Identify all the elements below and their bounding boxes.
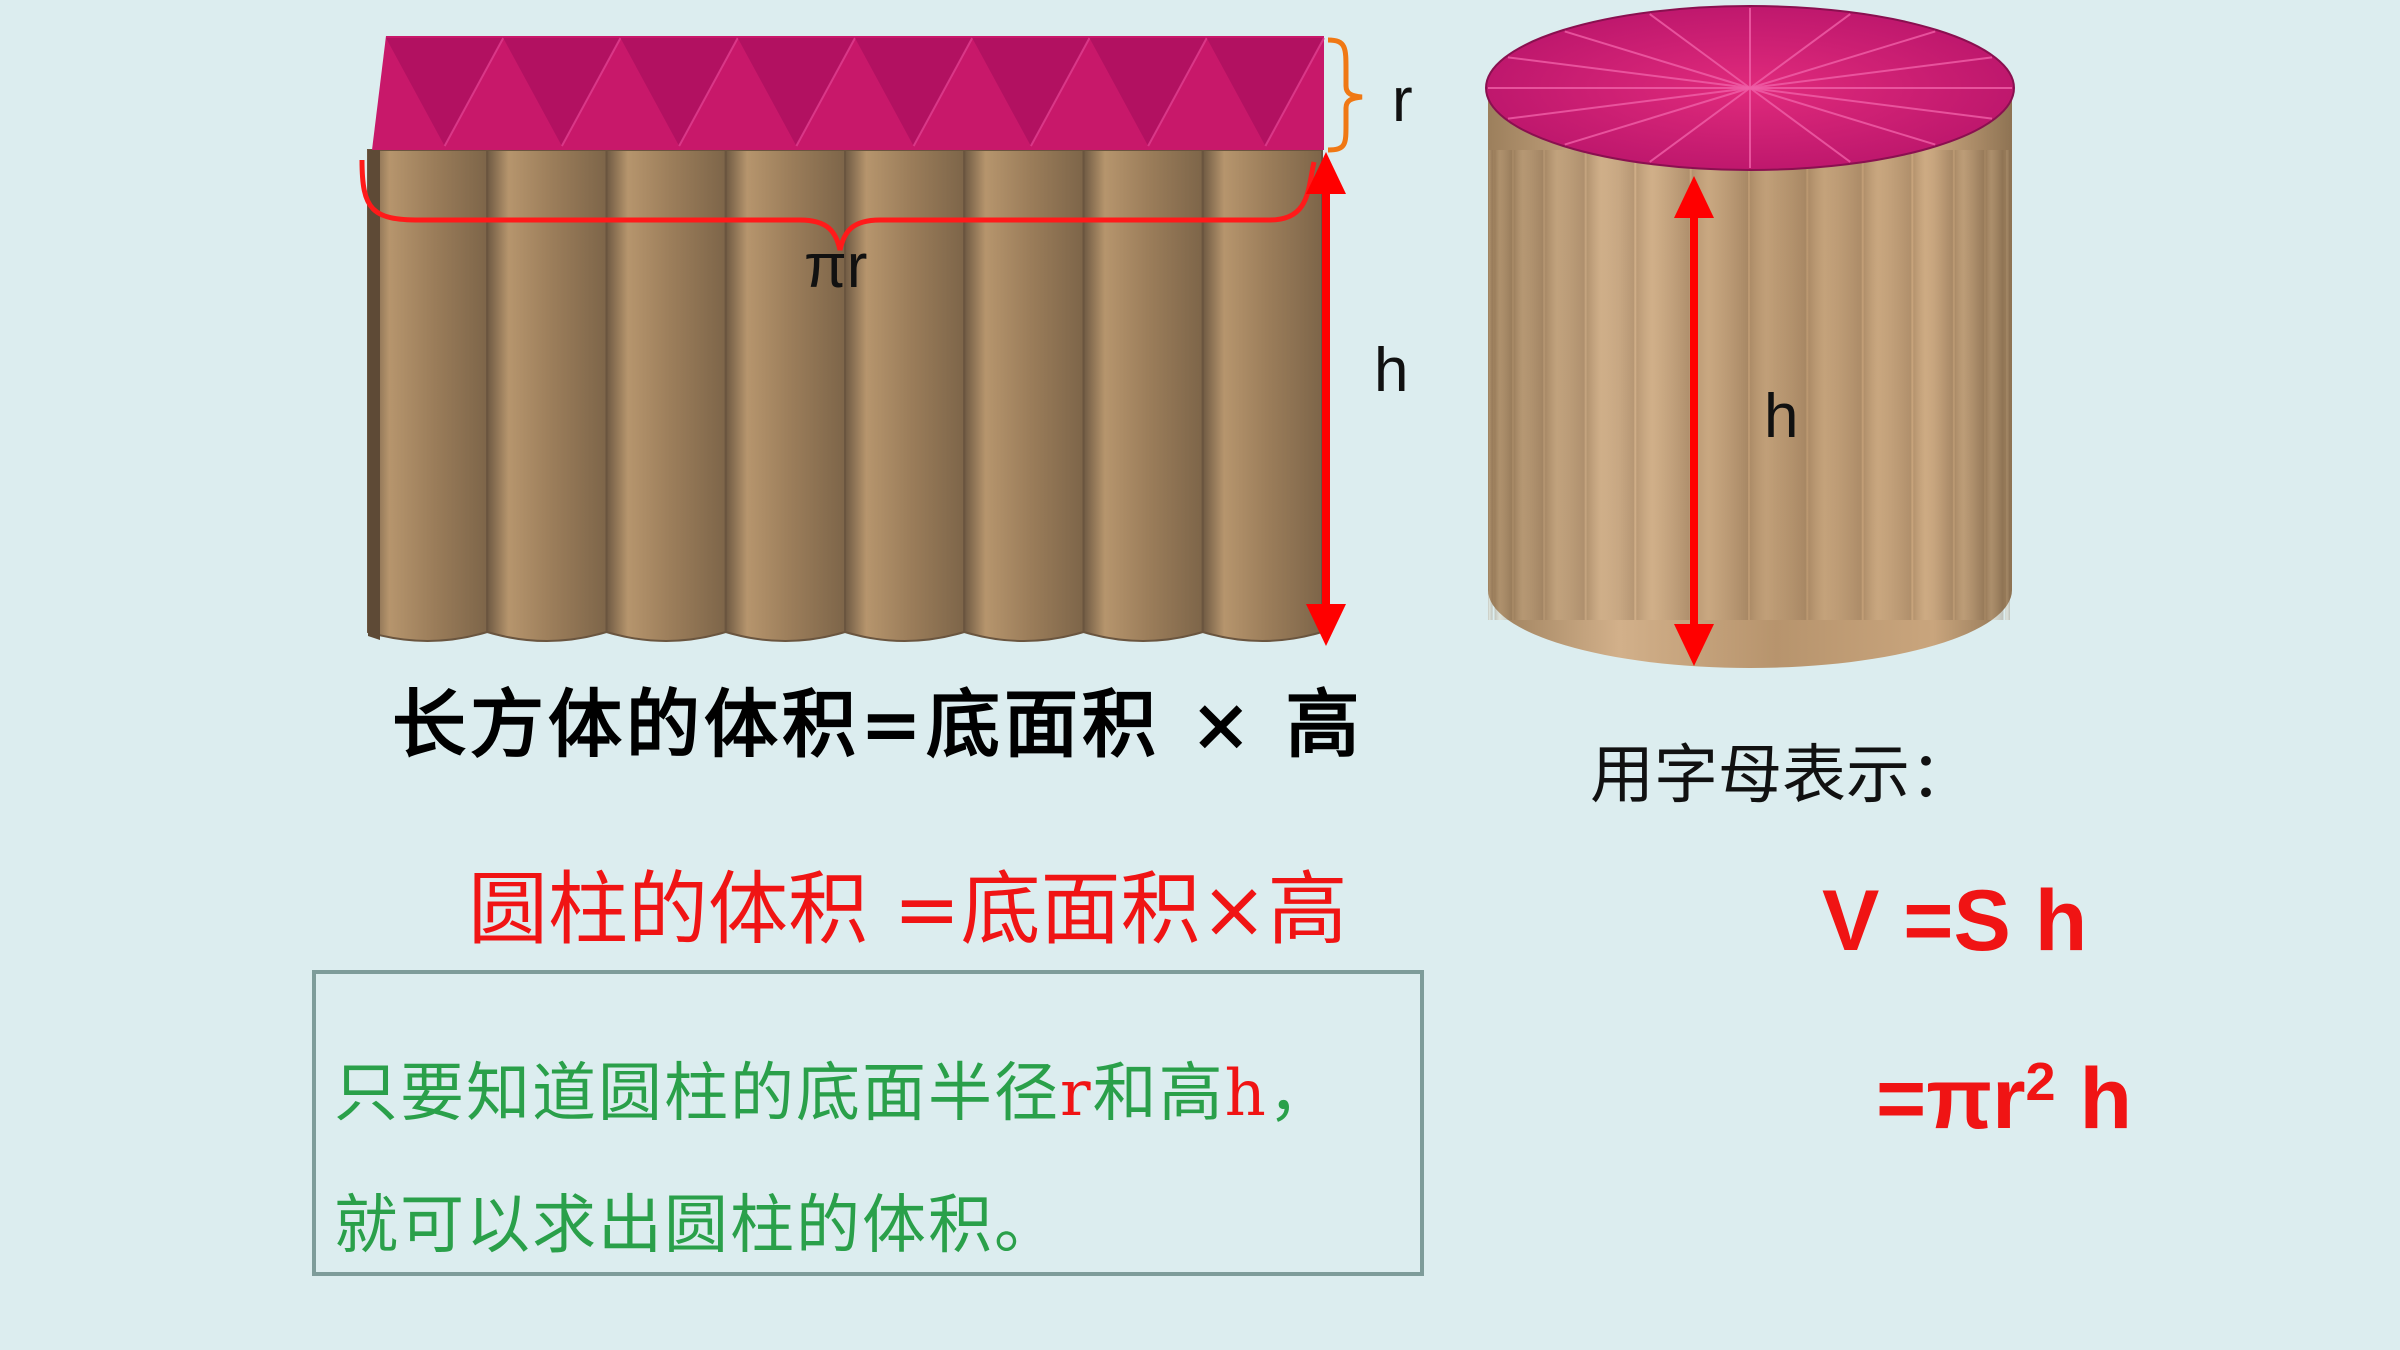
note-line-2: 就可以求出圆柱的体积。 xyxy=(334,1189,1060,1263)
cuboid-top-triangles xyxy=(386,37,1325,147)
cylinder-strip xyxy=(1954,150,1985,620)
cylinder-strip xyxy=(1863,150,1912,620)
cuboid-figure xyxy=(359,36,1363,646)
cuboid-side-edge xyxy=(368,150,380,640)
cylinder-top-ray xyxy=(1507,56,1751,89)
cuboid-top-face xyxy=(372,36,1324,150)
cuboid-top-edge xyxy=(678,37,739,147)
cuboid-top-edge xyxy=(560,37,622,147)
formula-h-suffix: h xyxy=(2055,1051,2133,1147)
cuboid-top-triangle xyxy=(972,38,1090,146)
pi-r-label: πr xyxy=(804,232,868,301)
cylinder-top-ray xyxy=(1749,87,1936,146)
note-line-1-c: ， xyxy=(1267,1057,1334,1131)
letters-label: 用字母表示： xyxy=(1590,739,1974,813)
r-brace xyxy=(1327,37,1363,153)
cylinder-strip xyxy=(1750,150,1807,620)
cylinder-top-ray xyxy=(1749,56,1993,89)
cylinder-strip xyxy=(1545,150,1585,620)
cuboid-top-triangle xyxy=(386,38,504,146)
cylinder-arrow-head-down xyxy=(1674,624,1714,666)
cylinder-strip xyxy=(1986,150,2004,620)
cuboid-top-triangle xyxy=(855,38,973,146)
cylinder-top-ray xyxy=(1749,13,1851,89)
formula-exponent: 2 xyxy=(2025,1052,2056,1112)
formula-v-equals-sh: V =S h xyxy=(1822,873,2088,969)
cuboid-top-edge xyxy=(443,37,505,147)
note-radius-r: r xyxy=(1060,1057,1093,1131)
cylinder-strip xyxy=(1913,150,1953,620)
cuboid-strip xyxy=(486,149,608,642)
note-box: 只要知道圆柱的底面半径r和高h， 就可以求出圆柱的体积。 xyxy=(312,970,1424,1276)
cuboid-h-label: h xyxy=(1374,336,1409,405)
cuboid-arrow-head-up xyxy=(1306,152,1346,194)
cuboid-top-edge xyxy=(795,37,856,147)
cylinder-top-ray xyxy=(1749,87,1993,120)
cuboid-top-edge xyxy=(1147,37,1208,147)
formula-pi-r-prefix: =πr xyxy=(1876,1051,2026,1147)
note-line-1: 只要知道圆柱的底面半径r和高h， xyxy=(334,1042,1334,1134)
cuboid-volume-formula: 长方体的体积=底面积 × 高 xyxy=(392,682,1364,768)
cylinder-figure xyxy=(1485,5,2015,668)
cuboid-top-triangle xyxy=(737,38,855,146)
cuboid-strip xyxy=(367,149,489,642)
cylinder-top-sectors xyxy=(1488,8,2012,168)
cylinder-strip xyxy=(1513,150,1544,620)
cylinder-h-label: h xyxy=(1764,382,1799,451)
cylinder-strip xyxy=(2005,150,2010,620)
cuboid-top-edge xyxy=(912,37,974,147)
cuboid-strip xyxy=(1082,149,1204,642)
cylinder-strip xyxy=(1808,150,1862,620)
cuboid-strip xyxy=(724,149,846,642)
cuboid-top-triangle xyxy=(1206,38,1324,146)
cylinder-volume-formula: 圆柱的体积 =底面积×高 xyxy=(468,863,1348,956)
note-line-1-b: 和高 xyxy=(1092,1057,1225,1131)
cuboid-arrow-head-down xyxy=(1306,604,1346,646)
cylinder-top-ray xyxy=(1507,87,1751,120)
cylinder-top-ray xyxy=(1564,87,1751,146)
cylinder-top-ray xyxy=(1564,30,1751,89)
cuboid-strip xyxy=(963,149,1085,642)
note-line-1-a: 只要知道圆柱的底面半径 xyxy=(334,1057,1060,1131)
cylinder-strip xyxy=(1636,150,1690,620)
pi-r-brace xyxy=(359,159,1317,251)
cuboid-body xyxy=(367,149,1323,642)
cuboid-top-triangle xyxy=(503,38,621,146)
cylinder-top-ray xyxy=(1649,13,1751,89)
cylinder-top-ray xyxy=(1649,87,1751,163)
cylinder-arrow-head-up xyxy=(1674,176,1714,218)
cylinder-top-ray xyxy=(1749,30,1936,89)
cylinder-strips xyxy=(1488,150,2010,620)
cuboid-top-edge xyxy=(1264,37,1325,147)
cuboid-top-edge xyxy=(1029,37,1091,147)
cylinder-top-ray xyxy=(1749,87,1851,163)
formula-pi-r-squared-h: =πr2 h xyxy=(1876,1055,2132,1142)
cylinder-strip xyxy=(1586,150,1635,620)
cuboid-strip xyxy=(1201,149,1323,642)
r-label: r xyxy=(1392,66,1413,135)
cuboid-strip xyxy=(605,149,727,642)
note-height-h: h xyxy=(1224,1057,1268,1131)
cuboid-top-triangle xyxy=(1089,38,1207,146)
cuboid-top-triangle xyxy=(620,38,738,146)
cylinder-strip xyxy=(1691,150,1748,620)
cylinder-strip xyxy=(1494,150,1512,620)
cylinder-strip xyxy=(1488,150,1493,620)
